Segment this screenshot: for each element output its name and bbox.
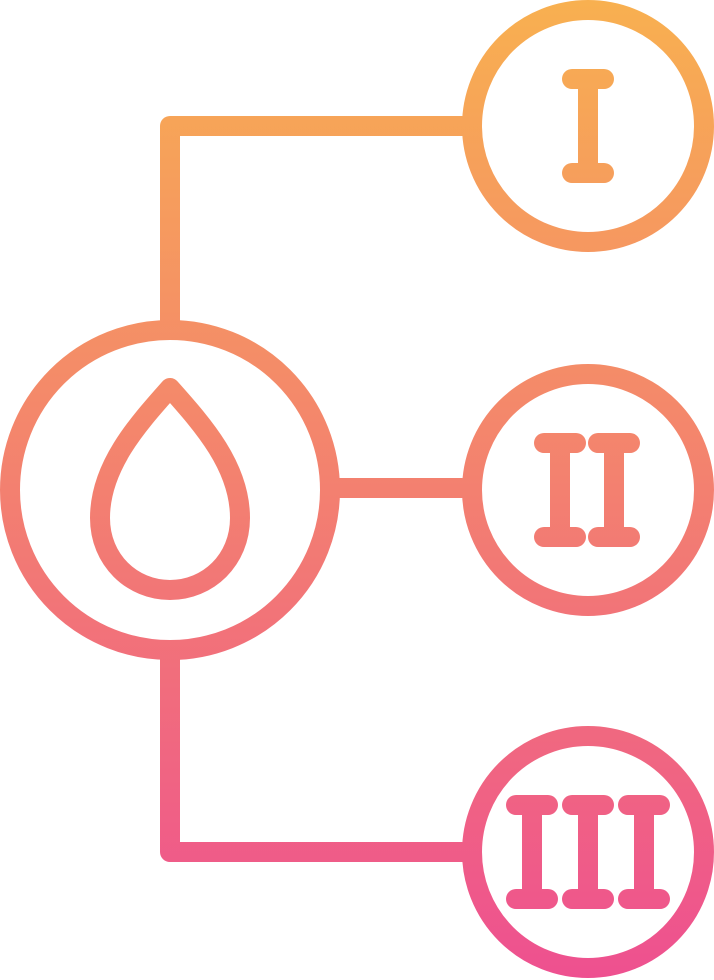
numeral-one-glyph [562,69,614,183]
type-two-node [462,364,714,616]
type-three-node [462,726,714,978]
connector-top [160,116,472,334]
blood-drop-node [0,320,340,660]
connector-bottom [160,646,472,862]
numeral-three-glyph [506,795,670,909]
type-one-node [462,0,714,252]
blood-drop-icon [90,378,250,600]
numeral-two-glyph [534,433,640,547]
